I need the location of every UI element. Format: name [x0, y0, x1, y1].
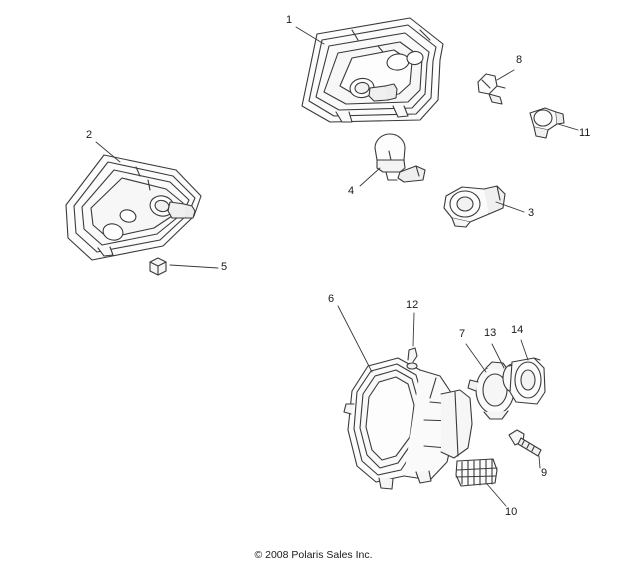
part-6-headlight-housing: [343, 347, 473, 490]
part-11-socket: [529, 107, 565, 139]
callout-10: 10: [505, 506, 518, 518]
part-3-socket: [443, 185, 506, 228]
callout-7: 7: [459, 328, 466, 340]
callout-5: 5: [221, 261, 228, 273]
callout-13: 13: [484, 327, 497, 339]
part-1-taillight-assembly: [301, 17, 444, 123]
part-14-boot-cover: [509, 357, 546, 405]
part-8-bulb: [477, 73, 506, 105]
part-5-nut: [149, 257, 167, 276]
part-10-adjuster: [455, 458, 498, 487]
copyright-notice: © 2008 Polaris Sales Inc.: [254, 549, 373, 561]
callout-3: 3: [528, 207, 535, 219]
part-2-taillight-assembly: [65, 154, 202, 261]
callout-9: 9: [541, 467, 548, 479]
part-9-screw: [508, 429, 542, 457]
callout-6: 6: [328, 293, 335, 305]
callout-1: 1: [286, 14, 293, 26]
callout-14: 14: [511, 324, 524, 336]
callout-4: 4: [348, 185, 355, 197]
callout-8: 8: [516, 54, 523, 66]
callout-12: 12: [406, 299, 419, 311]
callout-11: 11: [579, 127, 591, 139]
callout-2: 2: [86, 129, 93, 141]
part-7-bulb-retainer: [467, 361, 515, 420]
part-4-bulb: [374, 133, 426, 183]
